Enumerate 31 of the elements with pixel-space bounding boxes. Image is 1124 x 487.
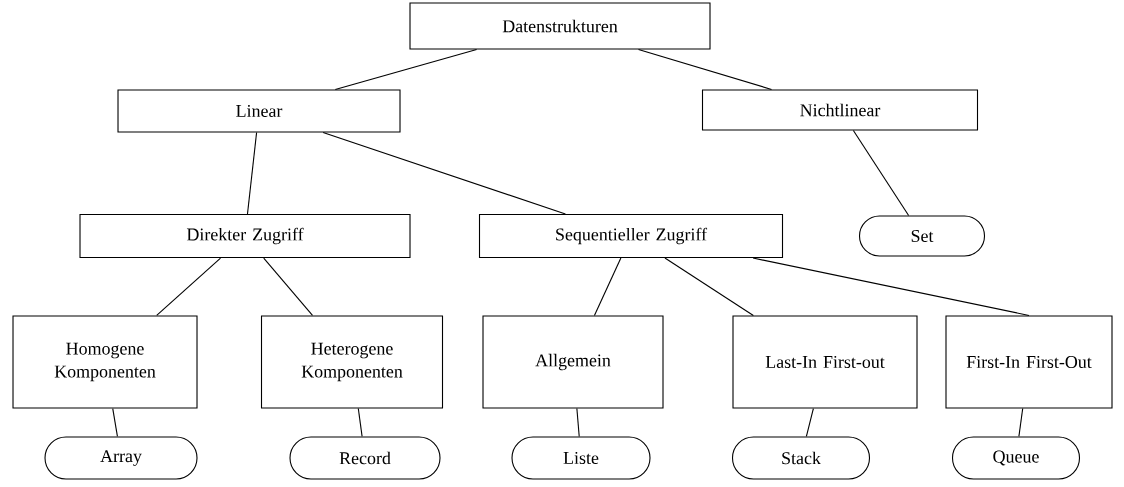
category-box: Heterogene Komponenten: [260, 315, 444, 409]
connector-line: [664, 257, 754, 316]
leaf-pill: Set: [858, 215, 986, 257]
category-box: Sequentieller Zugriff: [478, 213, 784, 259]
leaf-pill: Queue: [951, 436, 1081, 480]
connector-line: [156, 257, 222, 316]
connector-line: [357, 408, 363, 437]
connector-line: [752, 257, 1030, 316]
category-box: Linear: [117, 89, 401, 133]
connector-line: [1018, 408, 1024, 437]
connector-line: [322, 132, 566, 215]
leaf-pill: Stack: [731, 436, 871, 480]
connector-line: [852, 130, 910, 216]
leaf-pill: Array: [44, 436, 198, 480]
category-box: First-In First-Out: [945, 315, 1113, 409]
connector-line: [805, 408, 814, 437]
connector-line: [576, 408, 580, 437]
connector-line: [112, 408, 118, 437]
category-box: Last-In First-out: [732, 315, 918, 409]
connector-line: [263, 257, 314, 316]
category-box: Allgemein: [482, 315, 664, 409]
connector-line: [334, 49, 478, 90]
leaf-pill: Liste: [511, 436, 651, 480]
connector-line: [637, 49, 773, 90]
connector-line: [246, 132, 258, 215]
category-box: Nichtlinear: [701, 89, 979, 131]
category-box: Homogene Komponenten: [12, 315, 198, 409]
category-box: Datenstrukturen: [409, 2, 711, 50]
leaf-pill: Record: [289, 436, 441, 480]
category-box: Direkter Zugriff: [79, 213, 411, 259]
connector-line: [593, 257, 622, 316]
